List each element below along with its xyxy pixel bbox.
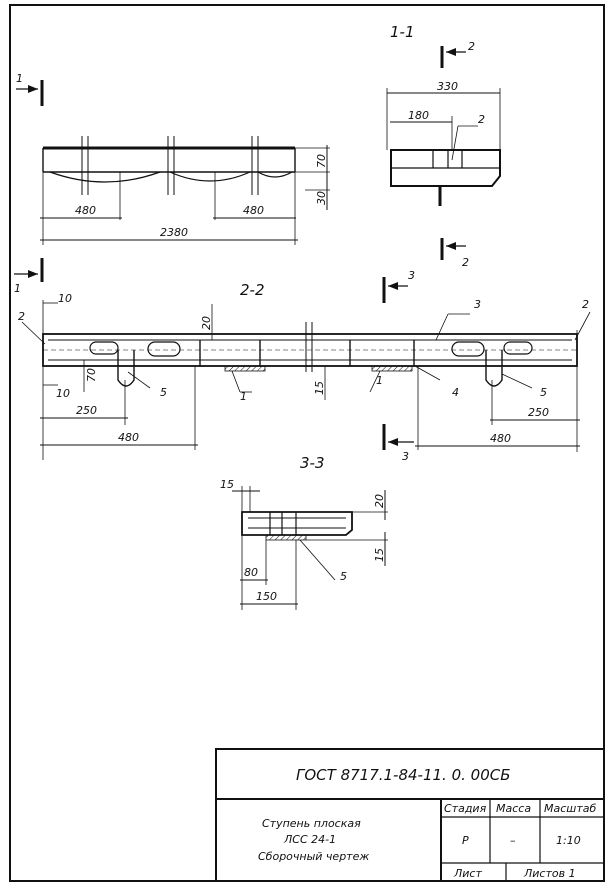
dim-480-elev-right: 480 bbox=[243, 204, 264, 217]
dim-330: 330 bbox=[437, 80, 458, 93]
dim-15-side-3-3: 15 bbox=[373, 548, 386, 562]
scale-header: Масштаб bbox=[544, 802, 596, 815]
callout-3: 3 bbox=[474, 298, 481, 311]
callout-1-right: 1 bbox=[376, 374, 383, 387]
dim-480-elev-left: 480 bbox=[75, 204, 96, 217]
cut-mark-1-section: 1 bbox=[14, 282, 21, 295]
dim-15-top-3-3: 15 bbox=[220, 478, 234, 491]
elevation-view: 1 70 30 480 480 2380 bbox=[16, 72, 330, 245]
section-3-3-title: 3-3 bbox=[300, 454, 325, 472]
dim-250-right: 250 bbox=[528, 406, 549, 419]
callout-5-left: 5 bbox=[160, 386, 167, 399]
sheet-label: Лист bbox=[453, 867, 482, 880]
dim-480-left: 480 bbox=[118, 431, 139, 444]
callout-2-section-1-1: 2 bbox=[478, 113, 485, 126]
dim-70-section: 70 bbox=[85, 368, 98, 382]
title-block: ГОСТ 8717.1-84-11. 0. 00СБ Ступень плоск… bbox=[215, 748, 605, 882]
dim-10-top: 10 bbox=[58, 292, 72, 305]
part-name: Ступень плоская bbox=[262, 817, 361, 830]
drawing-type: Сборочный чертеж bbox=[258, 850, 369, 863]
dim-20-section: 20 bbox=[200, 316, 213, 330]
mass-header: Масса bbox=[496, 802, 531, 815]
callout-2-right: 2 bbox=[582, 298, 589, 311]
callout-4: 4 bbox=[452, 386, 459, 399]
cut-mark-3-bottom: 3 bbox=[402, 450, 409, 463]
dim-180: 180 bbox=[408, 109, 429, 122]
dim-250-left: 250 bbox=[76, 404, 97, 417]
dim-20-3-3: 20 bbox=[373, 494, 386, 508]
sheets-count: Листов 1 bbox=[523, 867, 576, 880]
stage-value: Р bbox=[462, 834, 469, 847]
section-2-2: 2-2 1 3 bbox=[14, 258, 591, 463]
dim-70: 70 bbox=[315, 154, 328, 168]
scale-value: 1:10 bbox=[556, 834, 581, 847]
section-2-2-title: 2-2 bbox=[240, 281, 265, 299]
callout-2-left: 2 bbox=[18, 310, 25, 323]
dim-10-bottom: 10 bbox=[56, 387, 70, 400]
callout-1-left: 1 bbox=[240, 390, 247, 403]
section-1-1-title: 1-1 bbox=[390, 23, 415, 41]
cut-mark-1-top: 1 bbox=[16, 72, 23, 85]
cut-mark-2-top: 2 bbox=[468, 40, 475, 53]
dim-15-section: 15 bbox=[313, 381, 326, 395]
callout-5-right: 5 bbox=[540, 386, 547, 399]
dim-480-right: 480 bbox=[490, 432, 511, 445]
dim-80: 80 bbox=[244, 566, 258, 579]
dim-2380: 2380 bbox=[160, 226, 188, 239]
stage-header: Стадия bbox=[444, 802, 487, 815]
mass-value: – bbox=[510, 834, 516, 847]
document-designation: ГОСТ 8717.1-84-11. 0. 00СБ bbox=[296, 766, 511, 784]
cut-mark-2-bottom: 2 bbox=[462, 256, 469, 269]
callout-5-3-3: 5 bbox=[340, 570, 347, 583]
section-3-3: 3-3 15 20 15 80 150 5 bbox=[220, 454, 388, 610]
cut-mark-3-top: 3 bbox=[408, 269, 415, 282]
part-code: ЛСС 24-1 bbox=[283, 833, 336, 846]
dim-150: 150 bbox=[256, 590, 277, 603]
dim-30: 30 bbox=[315, 191, 328, 205]
section-1-1: 1-1 2 330 180 2 2 bbox=[386, 23, 501, 269]
